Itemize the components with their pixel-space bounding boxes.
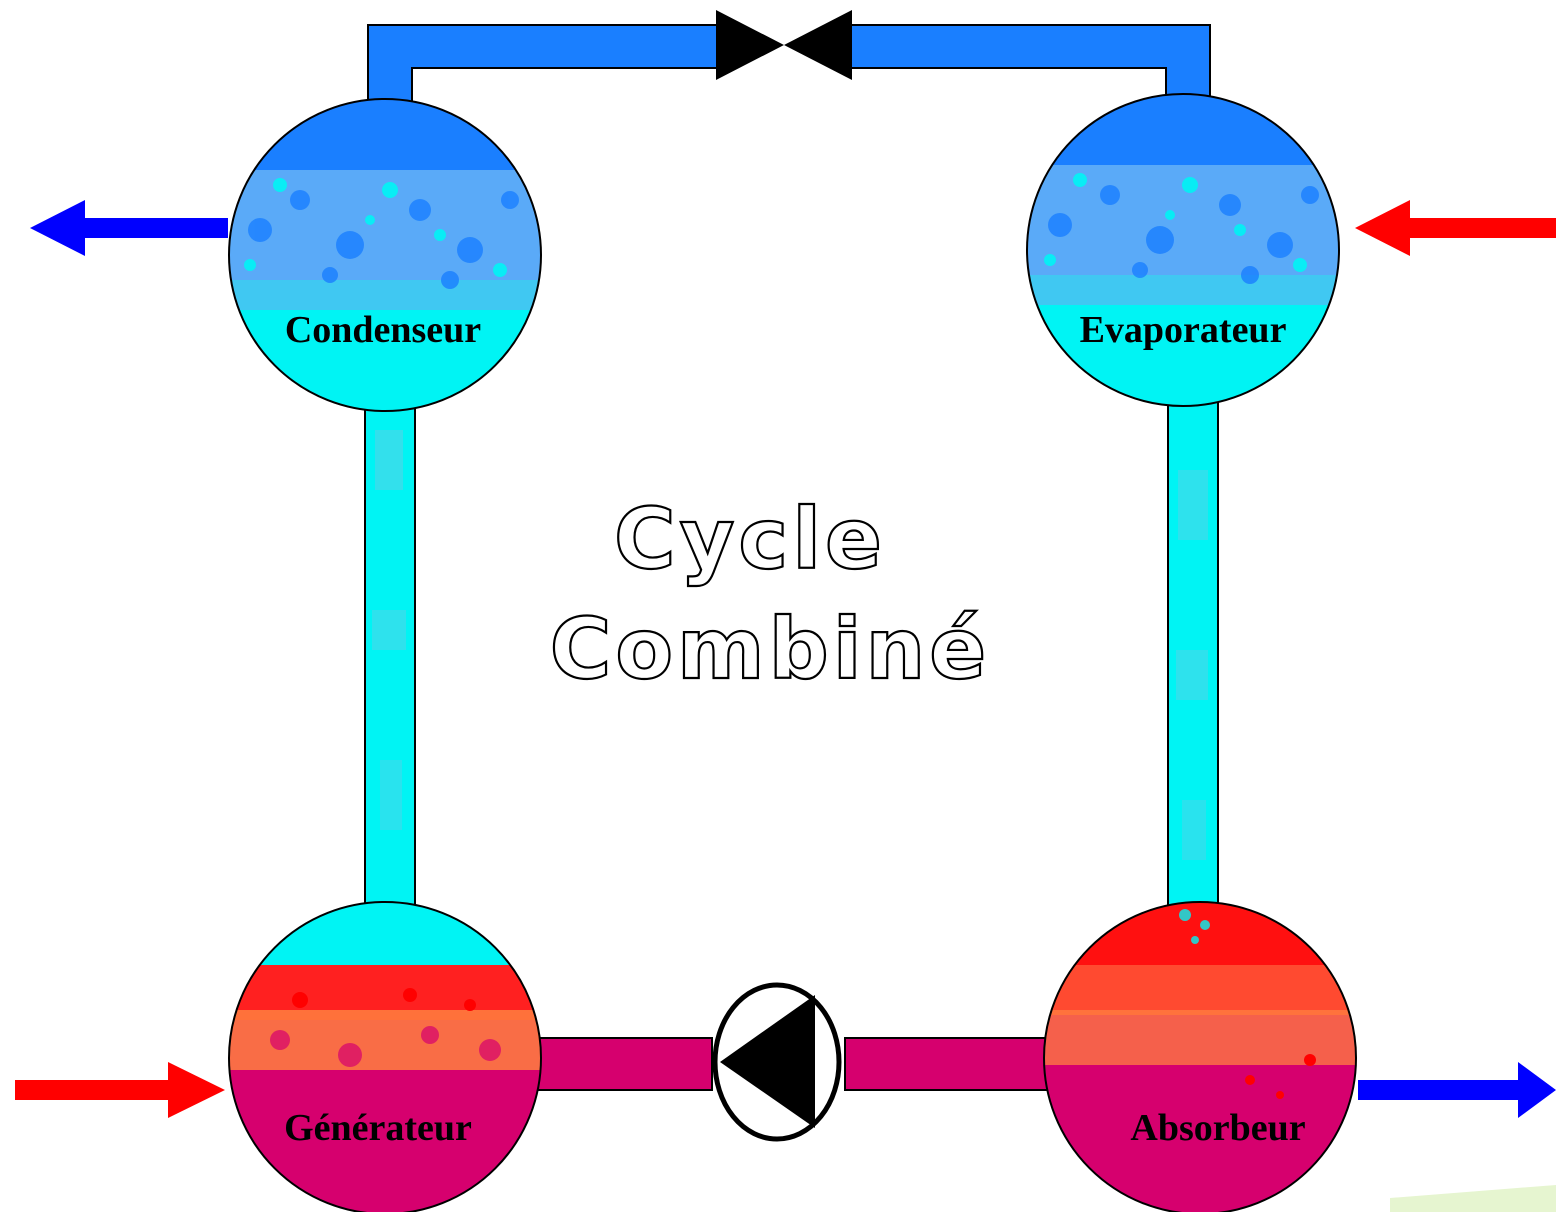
absorber-vessel: Absorbeur bbox=[1043, 901, 1357, 1212]
corner-decoration bbox=[1390, 1185, 1556, 1212]
liquid-pipe-left bbox=[364, 384, 416, 921]
condenser-label: Condenseur bbox=[285, 309, 481, 351]
condenser-heat-out-arrow bbox=[30, 200, 228, 256]
absorber-label: Absorbeur bbox=[1130, 1107, 1305, 1149]
pump-icon bbox=[712, 982, 842, 1142]
liquid-pipe-right bbox=[1167, 384, 1219, 926]
evaporator-vessel: Evaporateur bbox=[1026, 93, 1340, 407]
condenser-vessel: Condenseur bbox=[228, 98, 542, 412]
evaporator-heat-in-arrow bbox=[1355, 200, 1556, 256]
generator-label: Générateur bbox=[284, 1107, 472, 1149]
title-line-2: Combiné bbox=[550, 600, 991, 698]
generator-heat-in-arrow bbox=[15, 1062, 225, 1118]
solution-pipe bbox=[529, 1037, 1061, 1091]
generator-vessel: Générateur bbox=[228, 901, 542, 1212]
valve-icon bbox=[716, 10, 852, 80]
absorber-heat-out-arrow bbox=[1358, 1062, 1556, 1118]
vapor-pipe bbox=[367, 24, 1211, 116]
evaporator-label: Evaporateur bbox=[1080, 309, 1287, 351]
title-line-1: Cycle bbox=[614, 490, 886, 588]
